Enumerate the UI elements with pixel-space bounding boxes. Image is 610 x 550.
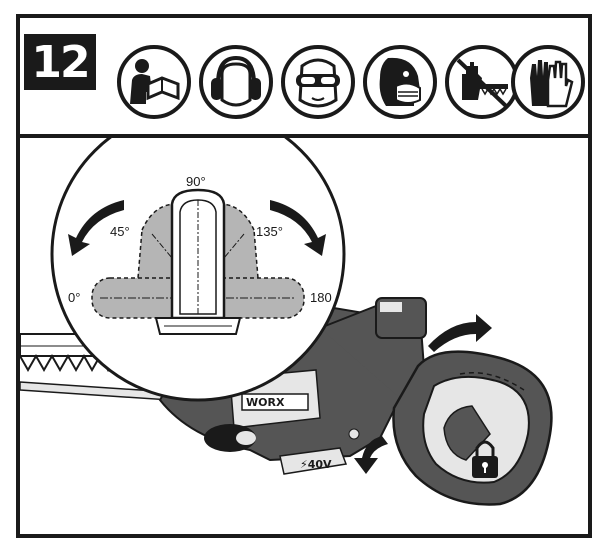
handle-position-90	[154, 188, 242, 335]
gloves-icon	[511, 45, 585, 119]
safety-header: 12	[20, 18, 588, 138]
angle-label-45: 45°	[110, 224, 130, 239]
read-manual-icon	[117, 45, 191, 119]
illustration-scene: WORX ⚡40V	[20, 138, 588, 534]
angle-label-0: 0°	[68, 290, 80, 305]
angle-label-135: 135°	[256, 224, 283, 239]
instruction-frame: 12	[16, 14, 592, 538]
keep-hands-away-from-blade-icon	[445, 45, 519, 119]
brand-label: WORX	[246, 396, 285, 409]
rotate-left-arrow-icon	[68, 200, 124, 256]
handle-angle-callout: 90° 45° 135° 0° 180	[50, 138, 346, 402]
rotate-right-arrow-icon	[270, 200, 326, 256]
lock-icon	[472, 440, 498, 478]
rear-handle[interactable]	[392, 350, 553, 506]
dust-mask-icon	[363, 45, 437, 119]
step-number-badge: 12	[24, 34, 96, 90]
eye-protection-icon	[281, 45, 355, 119]
rotate-down-arrow-icon	[354, 436, 388, 474]
hedge-trimmer-illustration: WORX ⚡40V	[20, 138, 553, 506]
voltage-label: ⚡40V	[300, 458, 332, 471]
rotate-up-arrow-icon	[428, 314, 492, 352]
angle-label-90: 90°	[186, 174, 206, 189]
ear-protection-icon	[199, 45, 273, 119]
angle-label-180: 180	[310, 290, 332, 305]
